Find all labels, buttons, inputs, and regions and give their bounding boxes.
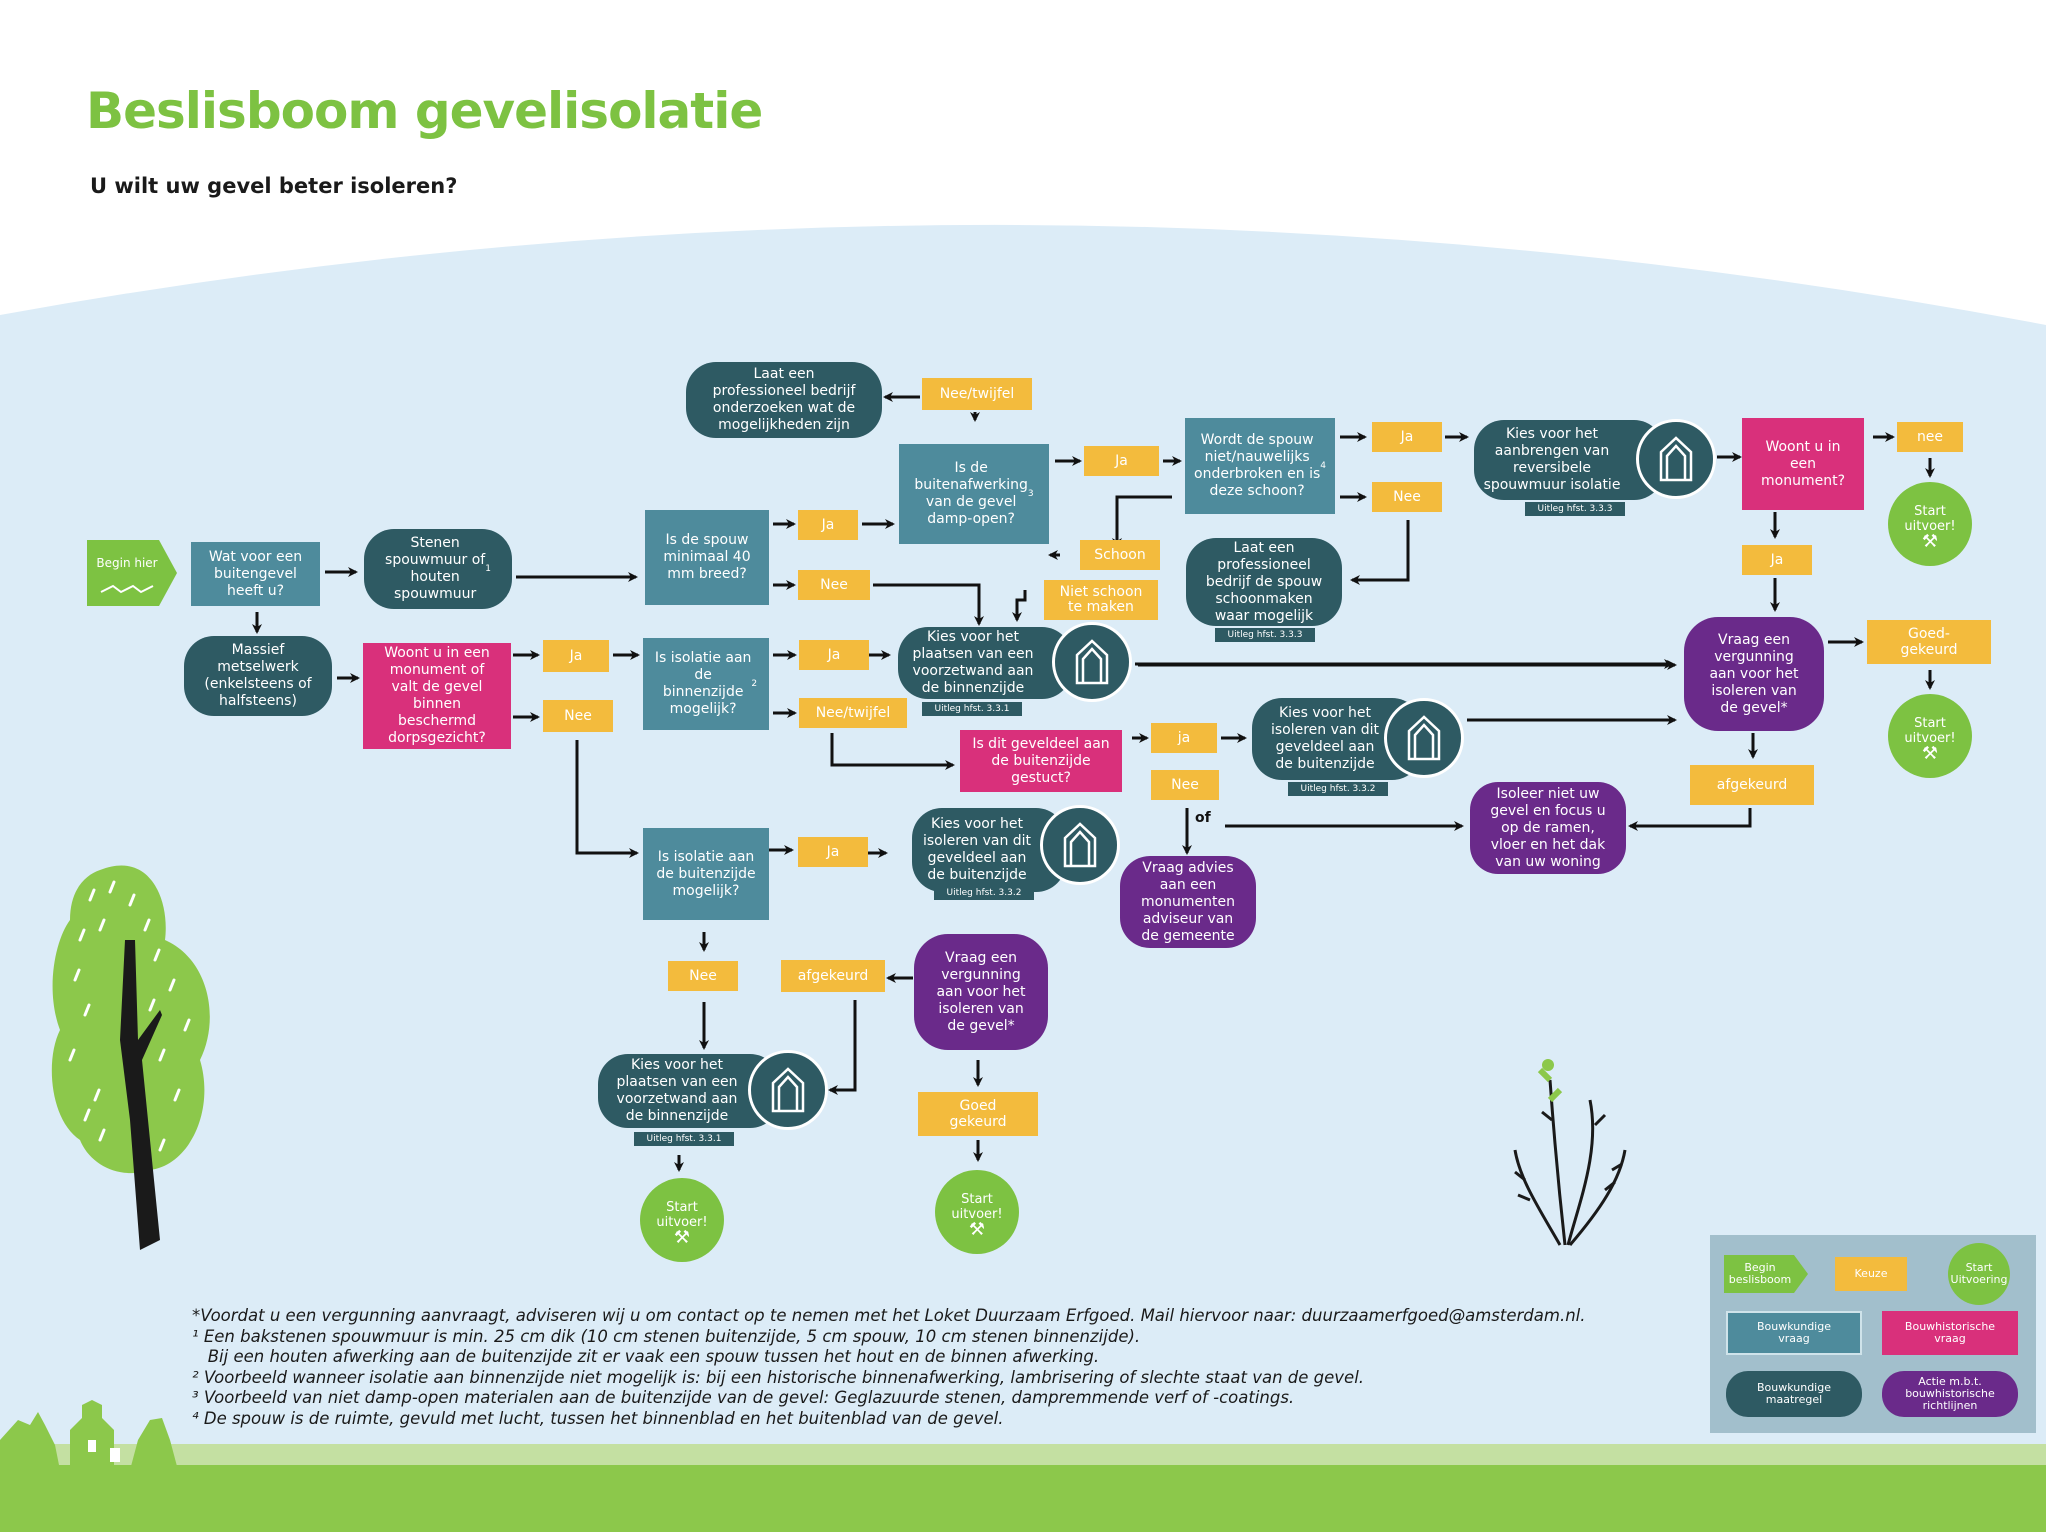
tag-uitleg-332[interactable]: Uitleg hfst. 3.3.2: [1288, 782, 1388, 796]
start-uitvoer-2[interactable]: Start uitvoer! ⚒: [1888, 694, 1972, 778]
option-nee-gestuct[interactable]: Nee: [1151, 770, 1219, 800]
question-binnenzijde[interactable]: Is isolatie aan de binnenzijde mogelijk?…: [643, 638, 769, 730]
action-isoleer-niet[interactable]: Isoleer niet uw gevel en focus u op de r…: [1470, 782, 1626, 874]
action-massief-metselwerk[interactable]: Massief metselwerk (enkelsteens of halfs…: [184, 636, 332, 716]
action-voorzetwand-1[interactable]: Kies voor het plaatsen van een voorzetwa…: [898, 627, 1072, 699]
hammer-icon-3: ⚒: [968, 1219, 986, 1240]
question-dampopen-text: Is de buitenafwerking van de gevel damp-…: [914, 460, 1028, 527]
option-nee-dorps[interactable]: Nee: [543, 700, 613, 732]
legend-bouwhistorische-vraag: Bouwhistorische vraag: [1882, 1311, 2018, 1355]
start-label-2: Start uitvoer!: [1904, 716, 1956, 746]
tag-uitleg-331[interactable]: Uitleg hfst. 3.3.1: [922, 702, 1022, 716]
option-afgekeurd-1[interactable]: afgekeurd: [1690, 765, 1814, 805]
page-subtitle: U wilt uw gevel beter isoleren?: [90, 174, 458, 198]
grass-band-light: [0, 1444, 2046, 1468]
footnote-asterisk: *Voordat u een vergunning aanvraagt, adv…: [192, 1306, 1586, 1325]
page-title: Beslisboom gevelisolatie: [86, 82, 763, 140]
option-goedgekeurd-2[interactable]: Goed gekeurd: [918, 1092, 1038, 1136]
tree-illustration: [51, 865, 210, 1250]
action-laat-schoonmaken[interactable]: Laat een professioneel bedrijf de spouw …: [1186, 538, 1342, 626]
legend-bouwkundige-maatregel: Bouwkundige maatregel: [1726, 1371, 1862, 1417]
wall-icon-buitenzijde-2: [1040, 805, 1120, 885]
or-label: of: [1195, 810, 1211, 826]
option-ja-dorps[interactable]: Ja: [543, 640, 609, 672]
tag-uitleg-333[interactable]: Uitleg hfst. 3.3.3: [1525, 502, 1625, 516]
begin-label: Begin hier: [96, 555, 158, 570]
footnote-ref-4: 4: [1320, 460, 1326, 471]
footnote-3: ³ Voorbeeld van niet damp-open materiale…: [192, 1388, 1295, 1407]
question-dampopen[interactable]: Is de buitenafwerking van de gevel damp-…: [899, 444, 1049, 544]
option-nee-spouw[interactable]: Nee: [798, 570, 870, 600]
question-monument-dorpsgezicht[interactable]: Woont u in een monument of valt de gevel…: [363, 643, 511, 749]
option-nee-monument[interactable]: nee: [1897, 422, 1963, 452]
legend: Begin beslisboom Keuze Start Uitvoering …: [1710, 1235, 2036, 1433]
option-nee-schoon[interactable]: Nee: [1372, 482, 1442, 512]
question-spouw-breed[interactable]: Is de spouw minimaal 40 mm breed?: [645, 510, 769, 605]
tag-uitleg-332-b[interactable]: Uitleg hfst. 3.3.2: [934, 886, 1034, 900]
footnote-1: ¹ Een bakstenen spouwmuur is min. 25 cm …: [192, 1326, 1141, 1346]
action-reversibele-isolatie[interactable]: Kies voor het aanbrengen van reversibele…: [1474, 420, 1664, 500]
question-buitenzijde[interactable]: Is isolatie aan de buitenzijde mogelijk?: [643, 828, 769, 920]
option-ja-binnen[interactable]: Ja: [799, 640, 869, 670]
tag-uitleg-331-b[interactable]: Uitleg hfst. 3.3.1: [634, 1132, 734, 1146]
houses-silhouette: [0, 1400, 178, 1470]
question-spouw-schoon[interactable]: Wordt de spouw niet/nauwelijks onderbrok…: [1185, 418, 1335, 514]
legend-begin: Begin beslisboom: [1728, 1261, 1792, 1286]
option-nee-twijfel-damp[interactable]: Nee/twijfel: [922, 378, 1032, 410]
legend-bouwkundige-vraag: Bouwkundige vraag: [1726, 1311, 1862, 1355]
legend-begin-shape: [1724, 1255, 1808, 1293]
hammer-icon: ⚒: [1921, 531, 1939, 552]
plant-illustration: [1513, 1059, 1627, 1246]
option-ja-schoon[interactable]: Ja: [1372, 422, 1442, 452]
option-ja-gestuct[interactable]: ja: [1151, 723, 1217, 753]
action-vergunning-2[interactable]: Vraag een vergunning aan voor het isoler…: [914, 934, 1048, 1050]
option-niet-schoon[interactable]: Niet schoon te maken: [1044, 580, 1158, 620]
question-monument[interactable]: Woont u in een monument?: [1742, 418, 1864, 510]
action-stenen-spouwmuur-text: Stenen spouwmuur of houten spouwmuur: [385, 535, 486, 602]
option-ja-spouw[interactable]: Ja: [798, 510, 858, 540]
hammer-icon-4: ⚒: [673, 1227, 691, 1248]
action-monumenten-advies[interactable]: Vraag advies aan een monumenten adviseur…: [1120, 856, 1256, 948]
wall-icon-voorzetwand-1: [1052, 622, 1132, 702]
option-goedgekeurd-1[interactable]: Goed- gekeurd: [1867, 620, 1991, 664]
option-ja-monument[interactable]: Ja: [1742, 545, 1812, 575]
footnotes: *Voordat u een vergunning aanvraagt, adv…: [192, 1306, 1672, 1429]
question-binnenzijde-text: Is isolatie aan de binnenzijde mogelijk?: [654, 650, 752, 717]
question-spouw-schoon-text: Wordt de spouw niet/nauwelijks onderbrok…: [1194, 432, 1321, 499]
option-ja-buiten[interactable]: Ja: [798, 837, 868, 867]
begin-arrow[interactable]: [87, 540, 179, 606]
footnote-4: ⁴ De spouw is de ruimte, gevuld met luch…: [192, 1408, 1004, 1428]
grass-band: [0, 1465, 2046, 1532]
option-ja-damp[interactable]: Ja: [1084, 446, 1159, 476]
hammer-icon-2: ⚒: [1921, 743, 1939, 764]
legend-start: Start Uitvoering: [1948, 1243, 2010, 1305]
action-laat-onderzoeken[interactable]: Laat een professioneel bedrijf onderzoek…: [686, 362, 882, 438]
wall-icon-voorzetwand-2: [748, 1050, 828, 1130]
footnote-ref-3: 3: [1027, 488, 1034, 499]
question-gestuct[interactable]: Is dit geveldeel aan de buitenzijde gest…: [960, 730, 1122, 792]
question-buitengevel[interactable]: Wat voor een buitengevel heeft u?: [191, 542, 320, 606]
footnote-2: ² Voorbeeld wanneer isolatie aan binnenz…: [192, 1367, 1365, 1387]
start-label-4: Start uitvoer!: [656, 1200, 708, 1230]
option-nee-twijfel-binnen[interactable]: Nee/twijfel: [799, 698, 907, 728]
start-uitvoer-1[interactable]: Start uitvoer! ⚒: [1888, 482, 1972, 566]
footnote-1b: Bij een houten afwerking aan de buitenzi…: [192, 1347, 1100, 1366]
option-schoon[interactable]: Schoon: [1080, 540, 1160, 570]
tag-uitleg-333-b[interactable]: Uitleg hfst. 3.3.3: [1215, 628, 1315, 642]
footnote-ref-1: 1: [485, 563, 491, 574]
legend-keuze: Keuze: [1835, 1257, 1907, 1291]
start-uitvoer-4[interactable]: Start uitvoer! ⚒: [640, 1178, 724, 1262]
start-label-1: Start uitvoer!: [1904, 504, 1956, 534]
footnote-ref-2: 2: [751, 678, 758, 689]
wall-icon-reversibel: [1636, 419, 1716, 499]
action-vergunning-1[interactable]: Vraag een vergunning aan voor het isoler…: [1684, 617, 1824, 731]
option-afgekeurd-2[interactable]: afgekeurd: [781, 960, 885, 992]
wall-icon-buitenzijde-1: [1384, 698, 1464, 778]
option-nee-buiten[interactable]: Nee: [668, 961, 738, 991]
legend-actie: Actie m.b.t. bouwhistorische richtlijnen: [1882, 1371, 2018, 1417]
start-uitvoer-3[interactable]: Start uitvoer! ⚒: [935, 1170, 1019, 1254]
start-label-3: Start uitvoer!: [951, 1192, 1003, 1222]
